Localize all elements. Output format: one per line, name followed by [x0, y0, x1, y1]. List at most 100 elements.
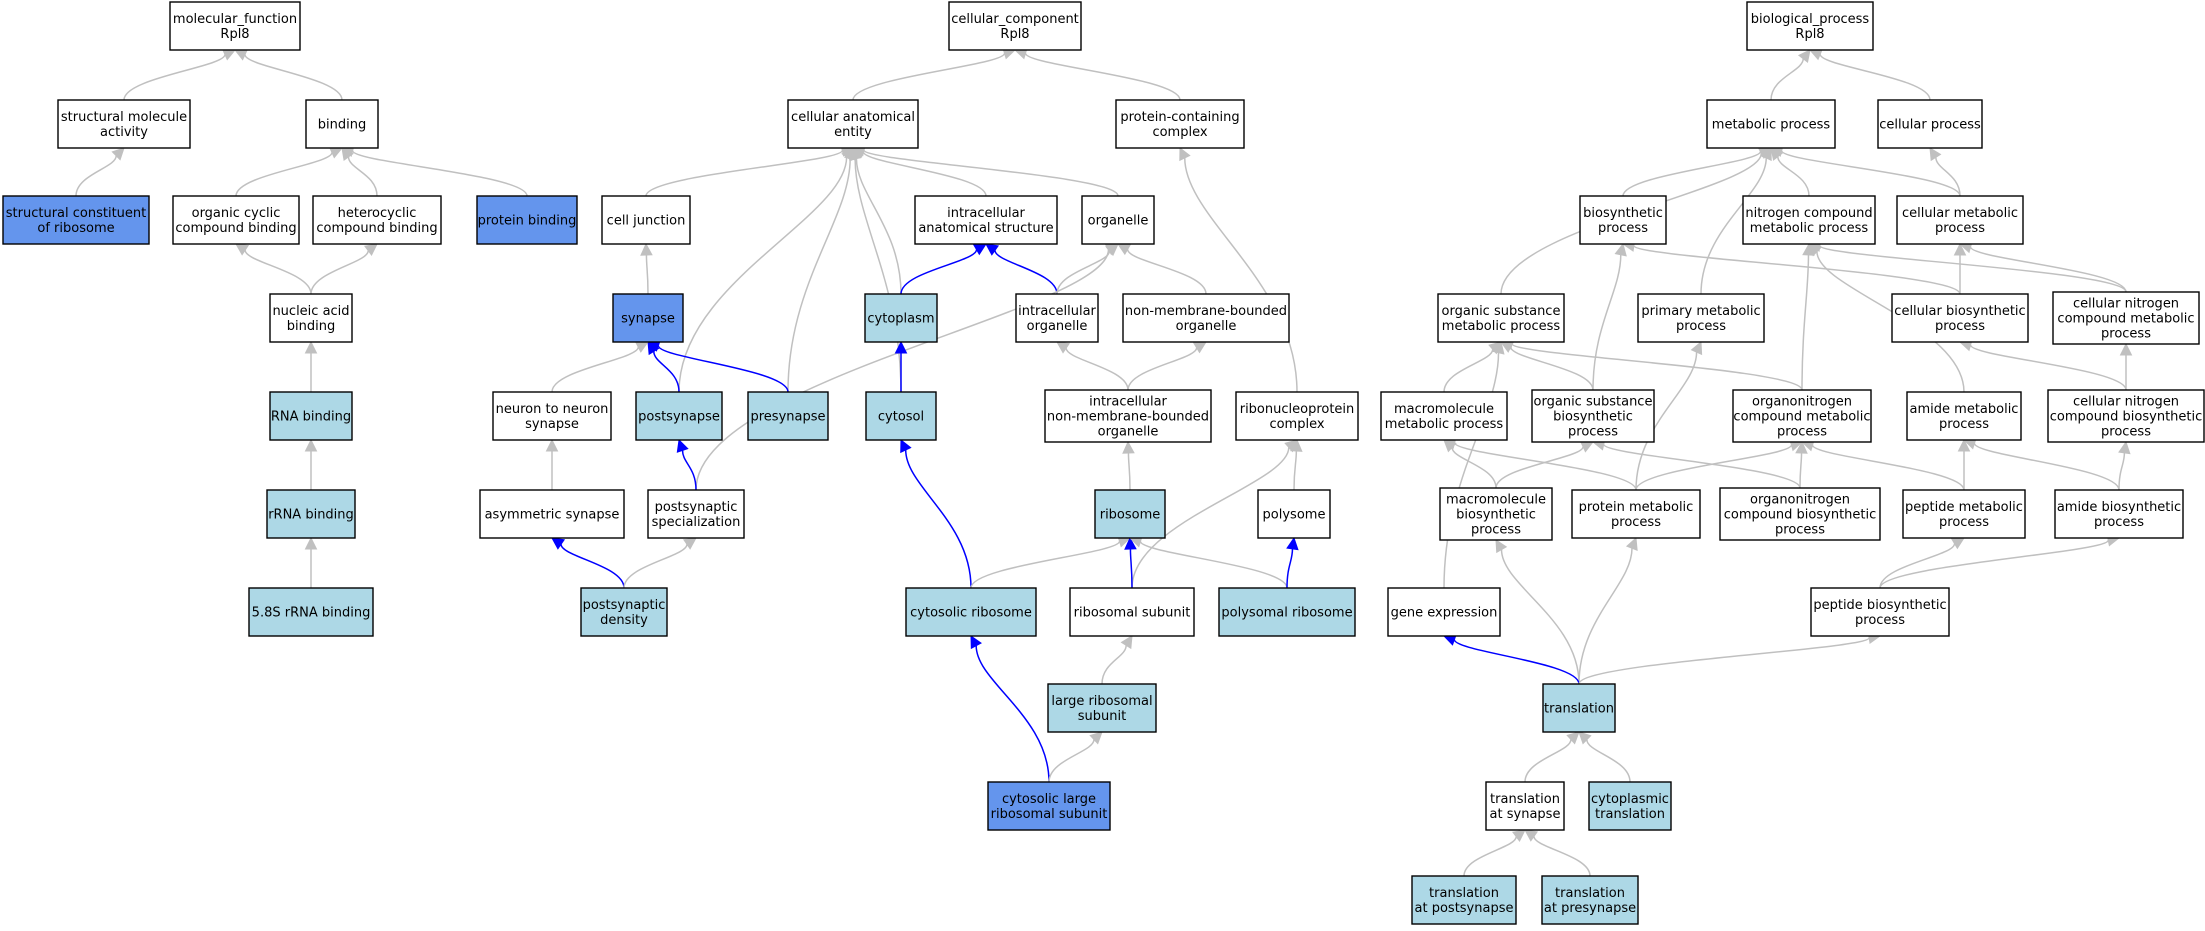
edge-line [994, 250, 1058, 295]
node-poly_ribo[interactable]: polysomal ribosome [1218, 587, 1356, 637]
node-box [2054, 489, 2184, 539]
node-cytosol[interactable]: cytosol [865, 391, 937, 441]
node-box [1387, 587, 1501, 637]
edge-arrowhead [1290, 438, 1303, 452]
node-organelle[interactable]: organelle [1081, 195, 1155, 245]
edge-nucleic-to-org_cyclic [235, 243, 312, 295]
edge-struct_mol-to-mf [123, 48, 237, 101]
edge-arrowhead [1286, 536, 1299, 551]
node-label: metabolic process [1385, 417, 1504, 432]
node-box [914, 195, 1058, 245]
node-binding[interactable]: binding [305, 99, 379, 149]
edge-t_post-to-tas [1463, 829, 1526, 877]
node-s58[interactable]: 5.8S rRNA binding [248, 587, 374, 637]
node-rrna_binding[interactable]: rRNA binding [266, 489, 356, 539]
node-label: process [1935, 319, 1985, 334]
edge-arrowhead [900, 438, 912, 454]
node-gene_expr[interactable]: gene expression [1387, 587, 1501, 637]
edge-arrowhead [304, 438, 318, 452]
edge-translation-to-gene_expr [1442, 633, 1580, 685]
node-cellproc[interactable]: cellular process [1877, 99, 1983, 149]
node-ribosome[interactable]: ribosome [1094, 489, 1166, 539]
node-asym[interactable]: asymmetric synapse [479, 489, 625, 539]
node-label: cellular metabolic [1902, 206, 2018, 221]
edge-poly_ribo-to-polysome [1286, 536, 1299, 589]
node-label: Rpl8 [1000, 27, 1029, 42]
node-rna_binding[interactable]: RNA binding [269, 391, 353, 441]
node-label: organic substance [1534, 395, 1653, 410]
edge-ocmp-to-osmp [1499, 337, 1803, 391]
node-synapse[interactable]: synapse [612, 293, 684, 343]
edge-arrowhead [1625, 536, 1638, 552]
edge-line [1777, 156, 1810, 197]
edge-arrowhead [1492, 340, 1505, 355]
node-label: synapse [525, 417, 579, 432]
node-metab[interactable]: metabolic process [1706, 99, 1836, 149]
edge-cyto_large-to-large_sub [1048, 731, 1103, 783]
node-translation[interactable]: translation [1542, 683, 1616, 733]
node-postsynapse[interactable]: postsynapse [635, 391, 723, 441]
node-ribo_sub[interactable]: ribosomal subunit [1069, 587, 1195, 637]
node-presynapse[interactable]: presynapse [747, 391, 829, 441]
node-protein_binding[interactable]: protein binding [476, 195, 578, 245]
node-cyto_ribo[interactable]: cytosolic ribosome [905, 587, 1037, 637]
edge-cncbp-to-cncmp [2119, 342, 2133, 390]
node-label: translation [1595, 807, 1665, 822]
edge-arrowhead [1056, 341, 1071, 354]
node-label: organelle [1098, 425, 1159, 440]
node-label: translation [1555, 886, 1625, 901]
edge-arrowhead [1797, 49, 1811, 63]
edge-pbp-to-abp [1879, 534, 2121, 589]
node-polysome[interactable]: polysome [1257, 489, 1331, 539]
node-label: ribosomal subunit [1074, 606, 1191, 621]
node-inmbo[interactable]: intracellularnon-membrane-boundedorganel… [1044, 389, 1212, 443]
edge-line [678, 156, 848, 393]
node-cell_junction[interactable]: cell junction [601, 195, 691, 245]
node-cytoplasm[interactable]: cytoplasm [864, 293, 938, 343]
edge-line [1700, 157, 1767, 295]
node-box [1015, 293, 1099, 343]
node-label: intracellular [1018, 304, 1096, 319]
